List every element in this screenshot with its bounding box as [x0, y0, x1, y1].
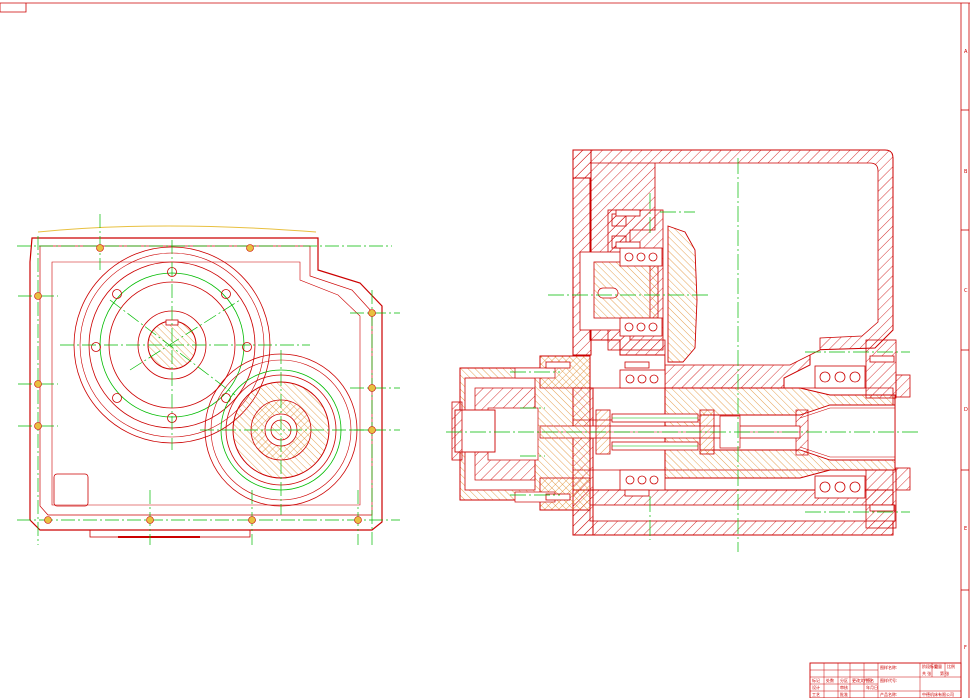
base-foot [89, 529, 251, 538]
zone-label-c: C [964, 288, 968, 294]
title-cell-mark: 标记 [812, 677, 820, 683]
title-cell-doc: 更改文件号 [852, 677, 872, 683]
drawing-code-label: 图样代号: [880, 677, 897, 683]
sheet-total-label: 共 张 [922, 670, 931, 676]
title-cell-count: 处数 [826, 677, 834, 683]
weight-label: 重量 [934, 663, 942, 669]
drain-plate [53, 473, 89, 507]
gear-bolt-holes [91, 267, 252, 423]
product-name-label: 产品名称: [880, 691, 897, 697]
title-cell-design: 设计 [812, 684, 820, 690]
zone-label-f: F [964, 645, 967, 651]
stage-mark-label: 阶段标记 [922, 663, 938, 669]
title-block: 标记 处数 分区 更改文件号 签名 年月日 设计 审核 工艺 批准 图样名称: … [809, 662, 962, 698]
section-center-lines [446, 158, 920, 552]
front-view-gearbox [17, 214, 400, 545]
zone-label-b: B [964, 169, 968, 175]
title-cell-zone: 分区 [840, 677, 848, 683]
rear-bearings [619, 369, 666, 491]
title-cell-sign: 签名 [866, 677, 874, 683]
sheet-number-label: 第 张 [940, 670, 949, 676]
drawing-name-label: 图样名称: [880, 664, 897, 670]
top-cover [37, 225, 317, 233]
bevel-gear [667, 225, 698, 363]
zone-label-d: D [964, 407, 968, 413]
section-view-spindle [446, 149, 920, 552]
title-cell-date: 年月日 [866, 684, 878, 690]
housing-bolts [34, 244, 376, 524]
front-bearings [814, 339, 911, 529]
housing-outline [29, 237, 383, 531]
scale-label: 比例 [947, 663, 955, 669]
zone-labels: A B C D E F [961, 49, 969, 651]
section-screws [545, 209, 895, 512]
zone-label-a: A [964, 49, 968, 55]
front-view-center-lines [17, 214, 400, 545]
title-cell-process: 工艺 [812, 692, 820, 697]
company-name: 中德机床有限公司 [922, 691, 954, 697]
title-cell-review: 审核 [840, 684, 848, 690]
zone-label-e: E [964, 526, 967, 532]
title-cell-approve: 批准 [840, 691, 848, 697]
